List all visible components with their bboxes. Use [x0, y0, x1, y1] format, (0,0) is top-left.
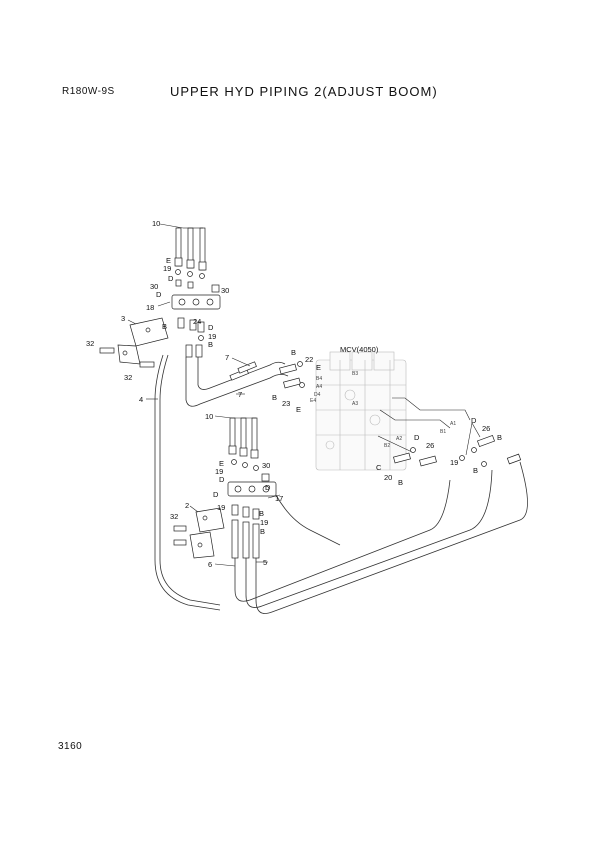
callout-e-23: E — [296, 405, 301, 414]
port-b2: B2 — [384, 443, 390, 449]
fittings-mcv — [279, 361, 522, 467]
callout-d-lower: D — [219, 475, 225, 484]
callout-26-right: 26 — [482, 424, 490, 433]
bolt-lower — [173, 525, 187, 546]
port-b3: B3 — [352, 371, 358, 377]
bracket-lower — [189, 507, 225, 559]
leader-lines — [127, 223, 481, 567]
lower-valve-block — [227, 417, 277, 559]
port-a4: A4 — [316, 384, 322, 390]
callout-26-mcv: 26 — [426, 441, 434, 450]
upper-valve-block — [171, 227, 221, 358]
callout-b-23: B — [272, 393, 277, 402]
callout-19-lower: 19 — [215, 467, 223, 476]
callout-4: 4 — [139, 395, 143, 404]
callout-20: 20 — [384, 473, 392, 482]
callout-b-right-2: B — [473, 466, 478, 475]
callout-19-upper-2: 19 — [208, 332, 216, 341]
hose-7 — [185, 357, 289, 407]
callout-30-upper-right: 30 — [221, 286, 229, 295]
callout-10-upper: 10 — [152, 219, 160, 228]
callout-10-lower: 10 — [205, 412, 213, 421]
callout-18: 18 — [146, 303, 154, 312]
callout-c: C — [376, 463, 382, 472]
callout-e-lower: E — [219, 459, 224, 468]
callout-7-lower: 7 — [238, 390, 242, 399]
callout-17: 17 — [275, 494, 283, 503]
callout-b-right: B — [497, 433, 502, 442]
callout-d-upper: D — [168, 274, 174, 283]
callout-23: 23 — [282, 399, 290, 408]
port-b4: B4 — [316, 376, 322, 382]
callout-d-lower-2: D — [265, 483, 271, 492]
callout-22: 22 — [305, 355, 313, 364]
mcv-valve-illustration — [315, 351, 407, 471]
callout-b-20: B — [398, 478, 403, 487]
callout-19-lower-2: 19 — [217, 503, 225, 512]
hose-5-6 — [234, 461, 528, 614]
callout-d-lower-3: D — [213, 490, 219, 499]
callout-3: 3 — [121, 314, 125, 323]
callout-19-lower-3: 19 — [260, 518, 268, 527]
hose-4 — [154, 354, 221, 611]
page-title: UPPER HYD PIPING 2(ADJUST BOOM) — [170, 84, 438, 99]
callout-32-lower: 32 — [170, 512, 178, 521]
port-a2: A2 — [396, 436, 402, 442]
port-a3: A3 — [352, 401, 358, 407]
callout-b-upper-2: B — [208, 340, 213, 349]
callout-d-upper-2: D — [156, 290, 162, 299]
callout-labels: 10 19 E D 30 30 D 18 3 24 B D 19 B 32 32… — [86, 219, 502, 569]
callout-6: 6 — [208, 560, 212, 569]
port-leader-lines — [377, 397, 471, 453]
callout-d-right: D — [471, 416, 477, 425]
model-number: R180W-9S — [62, 86, 115, 97]
callout-b-lower: B — [259, 509, 264, 518]
callout-b-lower-2: B — [260, 527, 265, 536]
bolt-upper — [99, 347, 155, 368]
callout-d-mcv: D — [414, 433, 420, 442]
callout-b-22: B — [291, 348, 296, 357]
callout-e-22: E — [316, 363, 321, 372]
port-a1: A1 — [450, 421, 456, 427]
callout-2: 2 — [185, 501, 189, 510]
callout-30-upper-left: 30 — [150, 282, 158, 291]
callout-30-lower: 30 — [262, 461, 270, 470]
mcv-label: MCV(4050) — [340, 345, 379, 354]
page-number: 3160 — [58, 741, 83, 752]
callout-d-upper-3: D — [208, 323, 214, 332]
callout-19-upper: 19 — [163, 264, 171, 273]
callout-e-upper: E — [166, 256, 171, 265]
callout-7-upper: 7 — [225, 353, 229, 362]
port-b1: B1 — [440, 429, 446, 435]
callout-5: 5 — [263, 558, 267, 567]
callout-b-upper: B — [162, 322, 167, 331]
callout-24: 24 — [193, 317, 201, 326]
callout-19-right: 19 — [450, 458, 458, 467]
bracket-upper — [117, 317, 169, 365]
port-e4: E4 — [310, 398, 316, 404]
callout-32-upper-2: 32 — [124, 373, 132, 382]
callout-32-upper: 32 — [86, 339, 94, 348]
port-d4: D4 — [314, 392, 321, 398]
